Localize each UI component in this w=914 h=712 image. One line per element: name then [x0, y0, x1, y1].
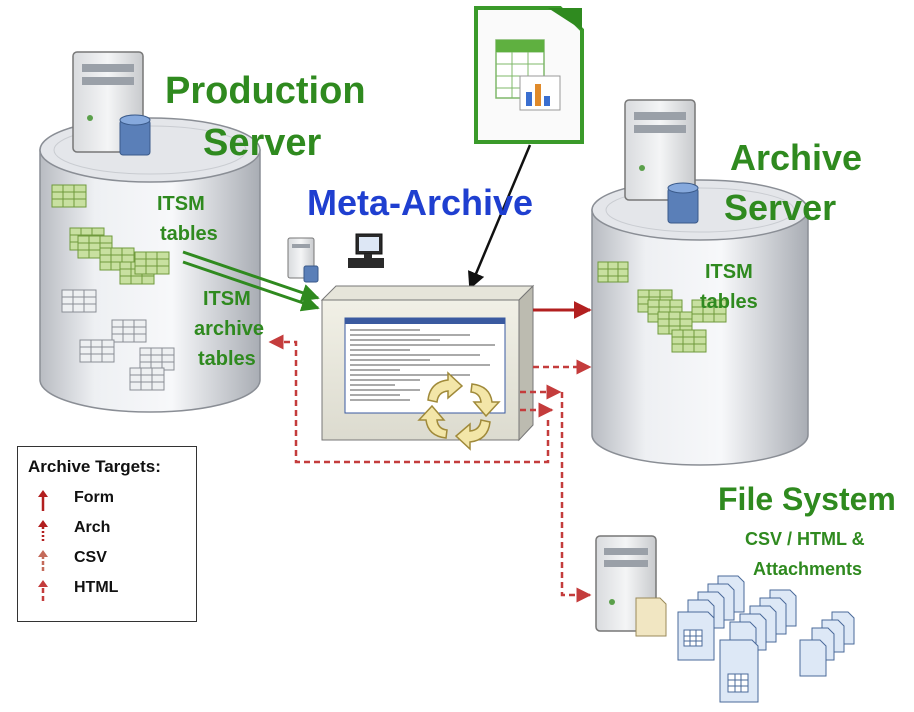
archive-itsm-tables-icon [597, 261, 727, 353]
archive-tables-label-line1: ITSM [705, 261, 753, 283]
legend-item-form: Form [28, 489, 188, 513]
legend-label-csv: CSV [74, 549, 107, 566]
legend-item-arch: Arch [28, 519, 188, 543]
file-system-title: File System [718, 481, 896, 517]
production-title-line1: Production [165, 70, 366, 112]
dashed-arrow-icon [38, 550, 48, 571]
production-archive-label-line2: archive [194, 318, 264, 340]
spreadsheet-to-meta-archive-arrow [468, 144, 532, 290]
meta-archive-title: Meta-Archive [307, 182, 533, 223]
file-system-server-icon [595, 535, 667, 637]
production-server-icon [72, 51, 151, 156]
workstation-icon [348, 233, 384, 268]
production-title-line2: Server [203, 122, 322, 164]
green-transfer-arrows [182, 250, 320, 312]
dotted-arrow-icon [38, 520, 48, 541]
legend-label-arch: Arch [74, 519, 111, 536]
archive-title-line1: Archive [730, 137, 862, 178]
file-system-subtitle-line1: CSV / HTML & [745, 529, 865, 549]
dashed-flow-arrows [268, 334, 592, 603]
long-dashed-arrow-icon [38, 580, 48, 601]
console-window-screenshot [344, 317, 506, 414]
meta-archive-server-icon [287, 237, 319, 283]
spreadsheet-app-icon [474, 6, 584, 144]
production-archive-label-line3: tables [198, 348, 256, 370]
solid-arrow-icon [38, 490, 48, 511]
production-tables-label-line2: tables [160, 223, 218, 245]
legend-item-html: HTML [28, 579, 188, 603]
archive-server-icon [624, 99, 699, 224]
production-archive-tables-icon [61, 289, 175, 391]
production-tables-label-line1: ITSM [157, 193, 205, 215]
file-system-subtitle-line2: Attachments [753, 559, 862, 579]
legend-item-csv: CSV [28, 549, 188, 573]
archive-tables-label-line2: tables [700, 291, 758, 313]
archive-targets-legend: Archive Targets: Form Arch CSV HTML [17, 446, 197, 622]
refresh-cycle-icon [417, 371, 501, 451]
legend-title: Archive Targets: [28, 457, 161, 476]
legend-label-form: Form [74, 489, 114, 506]
production-itsm-tables-icon [51, 184, 170, 285]
legend-label-html: HTML [74, 579, 119, 596]
production-archive-label-line1: ITSM [203, 288, 251, 310]
exported-files-icon [677, 575, 855, 703]
archive-title-line2: Server [724, 187, 836, 228]
